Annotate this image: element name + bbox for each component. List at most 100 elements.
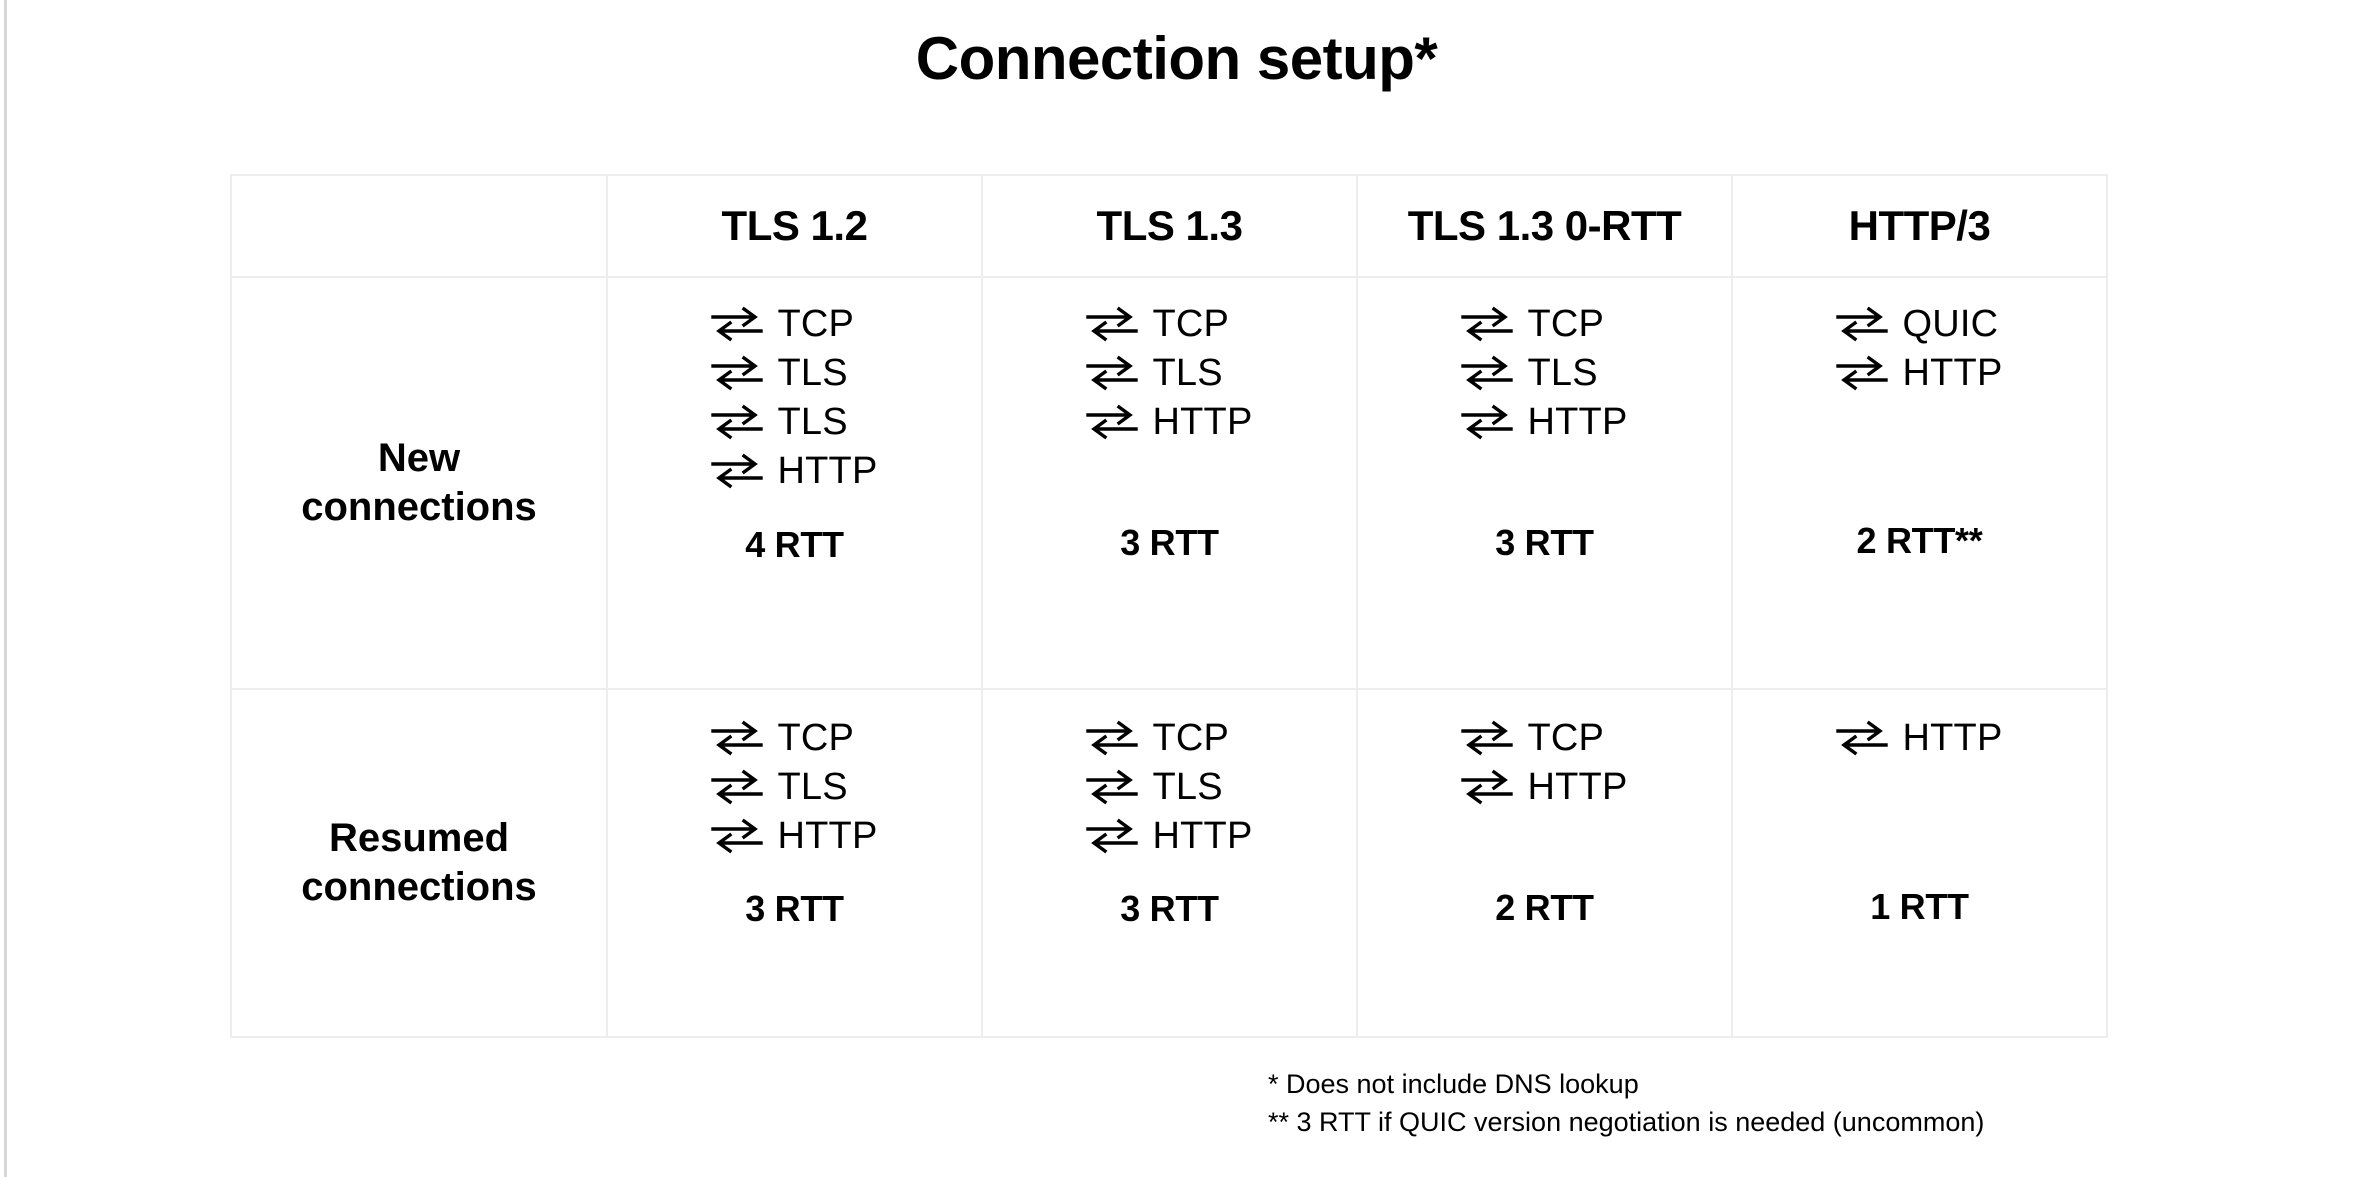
bidirectional-arrow-icon (1086, 404, 1139, 440)
handshake-step-list: TCP TLS (1086, 718, 1252, 856)
bidirectional-arrow-icon (711, 404, 764, 440)
handshake-step: TCP (1086, 304, 1229, 344)
row-header-line1: Resumed (328, 816, 510, 861)
table-row-new-connections: New connections TCP (230, 276, 2108, 690)
bidirectional-arrow-icon (1086, 355, 1139, 391)
handshake-step-label: TLS (1527, 352, 1598, 394)
cell-content: QUIC HTTP 2 RTT** (1733, 278, 2106, 688)
handshake-step-list: TCP TLS (711, 304, 877, 491)
row-header-line2: connections (301, 865, 537, 909)
bidirectional-arrow-icon (711, 720, 764, 756)
footnotes: * Does not include DNS lookup ** 3 RTT i… (1268, 1065, 1984, 1142)
handshake-step-label: QUIC (1902, 303, 1999, 345)
row-header-text: Resumed connections (232, 814, 606, 912)
connection-setup-table: TLS 1.2 TLS 1.3 TLS 1.3 0-RTT HTTP/3 New (230, 174, 2108, 1038)
handshake-step: HTTP (1086, 816, 1252, 856)
handshake-step-label: TCP (1527, 303, 1605, 345)
bidirectional-arrow-icon (1461, 404, 1514, 440)
table-header-row: TLS 1.2 TLS 1.3 TLS 1.3 0-RTT HTTP/3 (230, 174, 2108, 278)
handshake-step-list: HTTP (1836, 718, 2002, 758)
handshake-step-label: HTTP (1902, 717, 2003, 759)
handshake-step: HTTP (1461, 767, 1627, 807)
page-left-edge (4, 0, 7, 1177)
handshake-step-list: TCP TLS (1461, 304, 1627, 442)
handshake-step: TCP (711, 304, 854, 344)
bidirectional-arrow-icon (1461, 355, 1514, 391)
handshake-step-label: HTTP (1152, 815, 1253, 857)
row-header-text: New connections (232, 434, 606, 532)
column-header-tls13: TLS 1.3 (981, 174, 1358, 278)
handshake-step-label: HTTP (1902, 352, 2003, 394)
handshake-step-label: HTTP (1152, 401, 1253, 443)
handshake-step-list: TCP TLS (1086, 304, 1252, 442)
bidirectional-arrow-icon (1836, 355, 1889, 391)
handshake-step: TCP (1461, 718, 1604, 758)
handshake-step-label: HTTP (1527, 766, 1628, 808)
handshake-step: TLS (1086, 766, 1223, 808)
handshake-step-label: HTTP (1527, 401, 1628, 443)
cell-resumed-tls13: TCP TLS (981, 688, 1358, 1038)
cell-content: TCP TLS (608, 278, 981, 688)
cell-resumed-tls12: TCP TLS (606, 688, 983, 1038)
handshake-step: TLS (711, 766, 848, 808)
page-title: Connection setup* (915, 25, 1438, 92)
handshake-step-label: TLS (777, 766, 848, 808)
cell-resumed-http3: HTTP 1 RTT (1731, 688, 2108, 1038)
cell-content: TCP TLS (608, 690, 981, 1036)
handshake-step: TLS (711, 353, 848, 393)
table-corner-cell (230, 174, 608, 278)
column-header-label: TLS 1.3 (1096, 202, 1243, 249)
handshake-step: HTTP (1836, 718, 2002, 758)
handshake-step: TCP (1086, 718, 1229, 758)
row-header-new-connections: New connections (230, 276, 608, 690)
column-header-label: TLS 1.3 0-RTT (1407, 202, 1682, 249)
handshake-step-label: TCP (777, 717, 855, 759)
handshake-step-label: TLS (777, 401, 848, 443)
rtt-total: 2 RTT** (1856, 520, 1983, 561)
handshake-step-list: TCP TLS (711, 718, 877, 856)
handshake-step-list: TCP HTTP (1461, 718, 1627, 807)
cell-content: TCP TLS (983, 278, 1356, 688)
cell-new-tls13: TCP TLS (981, 276, 1358, 690)
handshake-step: HTTP (1086, 402, 1252, 442)
handshake-step-label: TLS (1152, 766, 1223, 808)
handshake-step: HTTP (1461, 402, 1627, 442)
column-header-label: TLS 1.2 (721, 202, 868, 249)
handshake-step-label: TCP (1152, 717, 1230, 759)
bidirectional-arrow-icon (1086, 306, 1139, 342)
handshake-step: HTTP (711, 451, 877, 491)
bidirectional-arrow-icon (711, 818, 764, 854)
column-header-label: HTTP/3 (1848, 202, 1991, 249)
bidirectional-arrow-icon (1461, 306, 1514, 342)
bidirectional-arrow-icon (1086, 818, 1139, 854)
bidirectional-arrow-icon (711, 769, 764, 805)
bidirectional-arrow-icon (1086, 720, 1139, 756)
handshake-step: TCP (1461, 304, 1604, 344)
bidirectional-arrow-icon (1461, 769, 1514, 805)
cell-new-tls13-0rtt: TCP TLS (1356, 276, 1733, 690)
handshake-step: TLS (1086, 352, 1223, 394)
handshake-step: QUIC (1836, 304, 1998, 344)
cell-content: HTTP 1 RTT (1733, 690, 2106, 1036)
bidirectional-arrow-icon (711, 306, 764, 342)
column-header-http3: HTTP/3 (1731, 174, 2108, 278)
rtt-total: 2 RTT (1495, 887, 1594, 928)
cell-new-tls12: TCP TLS (606, 276, 983, 690)
bidirectional-arrow-icon (711, 453, 764, 489)
column-header-tls13-0rtt: TLS 1.3 0-RTT (1356, 174, 1733, 278)
rtt-total: 3 RTT (1120, 888, 1219, 929)
rtt-total: 3 RTT (1495, 522, 1594, 563)
cell-new-http3: QUIC HTTP 2 RTT** (1731, 276, 2108, 690)
handshake-step-label: TLS (1152, 352, 1223, 394)
handshake-step-label: TCP (777, 303, 855, 345)
row-header-line1: New (377, 436, 461, 481)
row-header-line2: connections (301, 485, 537, 529)
handshake-step: HTTP (1836, 353, 2002, 393)
handshake-step-list: QUIC HTTP (1836, 304, 2002, 393)
cell-content: TCP HTTP 2 RTT (1358, 690, 1731, 1036)
bidirectional-arrow-icon (1836, 720, 1889, 756)
handshake-step-label: TCP (1152, 303, 1230, 345)
bidirectional-arrow-icon (1086, 769, 1139, 805)
rtt-total: 4 RTT (745, 524, 844, 565)
cell-resumed-tls13-0rtt: TCP HTTP 2 RTT (1356, 688, 1733, 1038)
